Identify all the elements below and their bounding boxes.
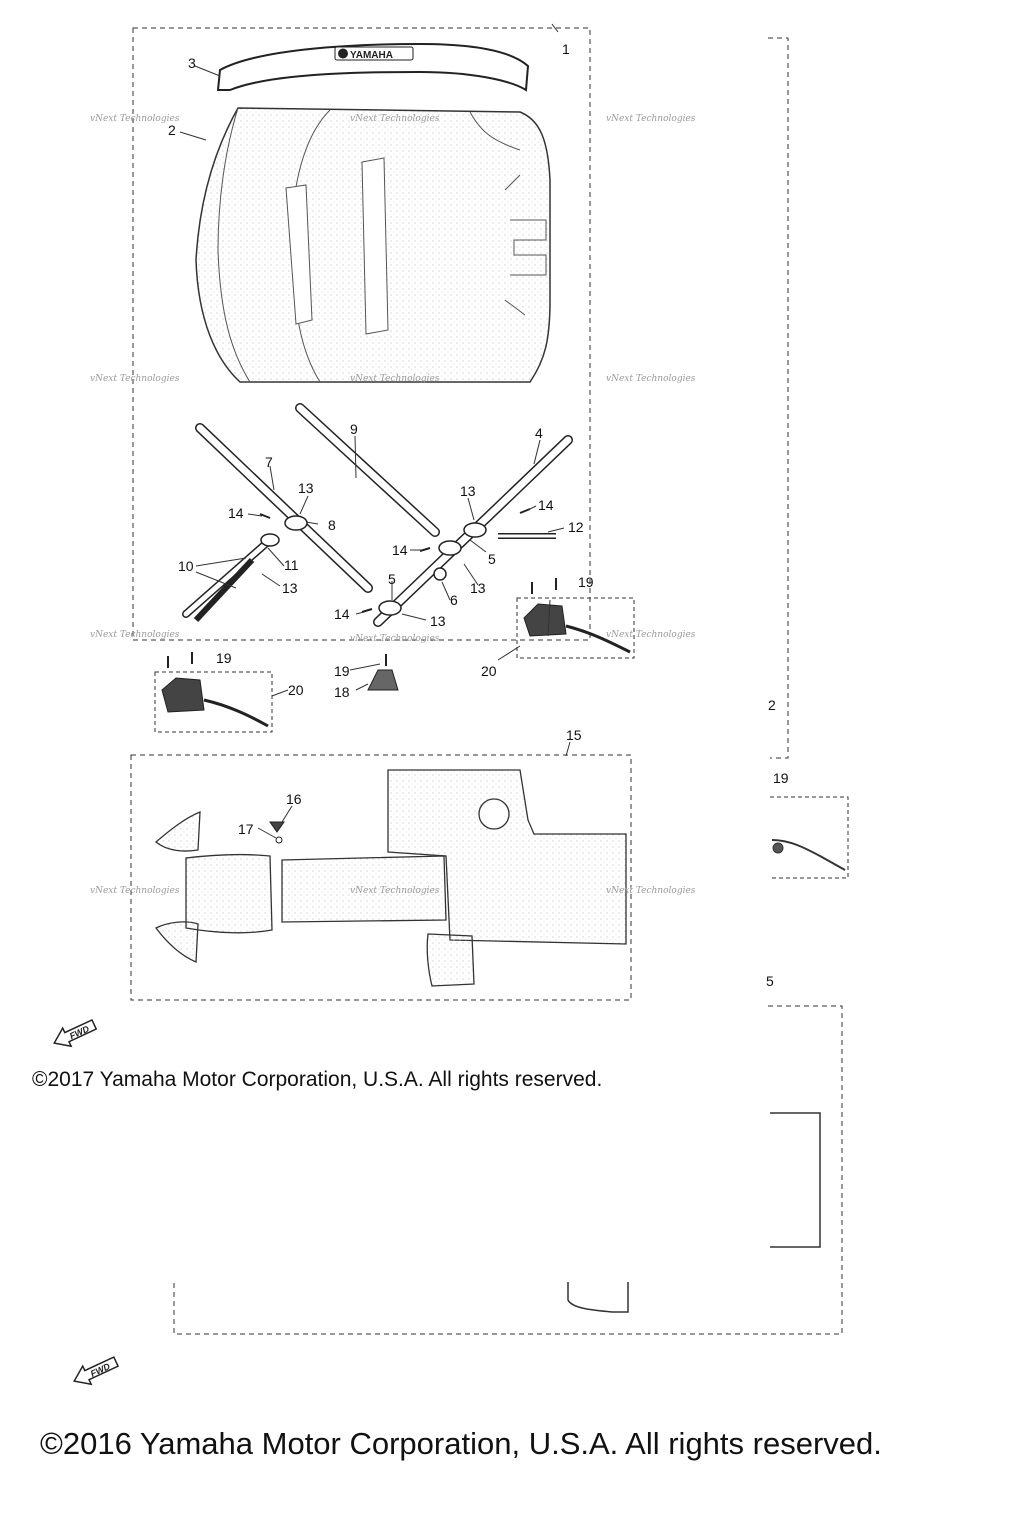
callout-14a: 14 — [228, 505, 244, 521]
watermark-4: vNext Technologies — [90, 374, 180, 384]
watermark-2: vNext Technologies — [350, 114, 440, 124]
part-3-grab-handle: YAMAHA — [216, 42, 530, 92]
copyright-2016: ©2016 Yamaha Motor Corporation, U.S.A. A… — [40, 1426, 882, 1461]
part-9-tube — [295, 403, 440, 537]
joint-5a — [438, 540, 462, 556]
bolt-14a — [259, 513, 271, 519]
part-2-seat-cover — [195, 107, 551, 383]
bolt-14d — [361, 608, 373, 613]
watermark-6: vNext Technologies — [606, 374, 696, 384]
yamaha-tuning-fork-icon — [338, 48, 348, 59]
tube-joints — [260, 515, 487, 616]
callout-8: 8 — [328, 517, 336, 533]
callout-19c: 19 — [578, 574, 594, 590]
callout-13c: 13 — [282, 580, 298, 596]
callout-13b: 13 — [460, 483, 476, 499]
watermark-8: vNext Technologies — [350, 634, 440, 644]
group-20b-frame — [516, 597, 635, 659]
bg-cable-knob — [772, 842, 784, 854]
leader-lines — [179, 65, 571, 839]
watermark-1: vNext Technologies — [90, 114, 180, 124]
callout-20a: 20 — [288, 682, 304, 698]
callout-1: 1 — [562, 41, 570, 57]
callout-19a: 19 — [216, 650, 232, 666]
bg-group-2-frame — [768, 37, 789, 759]
joint-5b — [378, 600, 402, 616]
callout-14d: 14 — [334, 606, 350, 622]
mat-center-left — [185, 854, 273, 934]
group-20a-frame — [154, 671, 273, 733]
mat-rear-right — [387, 769, 627, 945]
watermarks: vNext Technologies vNext Technologies vN… — [90, 114, 696, 896]
callout-4: 4 — [535, 425, 543, 441]
callout-2: 2 — [168, 122, 176, 138]
callout-17: 17 — [238, 821, 254, 837]
mat-step — [426, 933, 475, 987]
part-10-strut — [182, 536, 274, 623]
callout-9: 9 — [350, 421, 358, 437]
watermark-3: vNext Technologies — [606, 114, 696, 124]
group-1-frame — [132, 27, 591, 641]
bg-callout-5: 5 — [766, 973, 774, 989]
callout-10: 10 — [178, 558, 194, 574]
bg-callout-19: 19 — [773, 770, 789, 786]
copyright-2017: ©2017 Yamaha Motor Corporation, U.S.A. A… — [32, 1068, 603, 1091]
callout-13d: 13 — [470, 580, 486, 596]
part-15-floor-mats — [154, 769, 627, 987]
callout-19b: 19 — [334, 663, 350, 679]
bg-group-5-frame — [173, 1005, 843, 1335]
callout-16: 16 — [286, 791, 302, 807]
callout-12: 12 — [568, 519, 584, 535]
part-18-bracket — [367, 669, 399, 691]
part-20a-latch — [161, 677, 269, 728]
bolts — [167, 508, 557, 668]
callout-6: 6 — [450, 592, 458, 608]
callout-11: 11 — [284, 557, 299, 573]
bg-group-19-frame — [770, 796, 849, 879]
bg-mat-edge — [770, 1112, 821, 1248]
bg-callout-2: 2 — [768, 697, 776, 713]
part-7-tube — [195, 423, 373, 593]
callout-5a: 5 — [488, 551, 496, 567]
joint-13 — [463, 522, 487, 538]
watermark-9: vNext Technologies — [606, 630, 696, 640]
bg-cable-shape — [771, 839, 846, 871]
callout-18: 18 — [334, 684, 350, 700]
callout-13e: 13 — [430, 613, 446, 629]
watermark-10: vNext Technologies — [90, 886, 180, 896]
group-15-frame — [130, 754, 632, 1001]
callout-20b: 20 — [481, 663, 497, 679]
part-16-17-fastener — [269, 821, 285, 844]
joint-8 — [284, 515, 308, 531]
callout-3: 3 — [188, 55, 196, 71]
joint-11 — [260, 533, 280, 547]
watermark-12: vNext Technologies — [606, 886, 696, 896]
fwd-arrow-icon: FWD — [53, 1018, 98, 1048]
mat-center — [281, 855, 447, 923]
bg-fwd-arrow: FWD — [73, 1356, 120, 1386]
callout-15: 15 — [566, 727, 582, 743]
yamaha-logo-text: YAMAHA — [350, 50, 393, 61]
bg-mat-tab — [567, 1282, 629, 1313]
callouts: 1 2 3 4 5 5 6 7 8 9 10 11 12 13 13 13 13… — [168, 41, 594, 837]
callout-13a: 13 — [298, 480, 314, 496]
part-20b-latch — [523, 603, 631, 654]
mat-front-left — [154, 811, 201, 852]
callout-14b: 14 — [538, 497, 554, 513]
watermark-5: vNext Technologies — [350, 374, 440, 384]
mat-rear-left — [155, 921, 199, 963]
watermark-11: vNext Technologies — [350, 886, 440, 896]
callout-5b: 5 — [388, 571, 396, 587]
watermark-7: vNext Technologies — [90, 630, 180, 640]
mat-cutout — [478, 798, 510, 830]
part-6-knob — [433, 567, 447, 581]
callout-7: 7 — [265, 454, 273, 470]
callout-14c: 14 — [392, 542, 408, 558]
